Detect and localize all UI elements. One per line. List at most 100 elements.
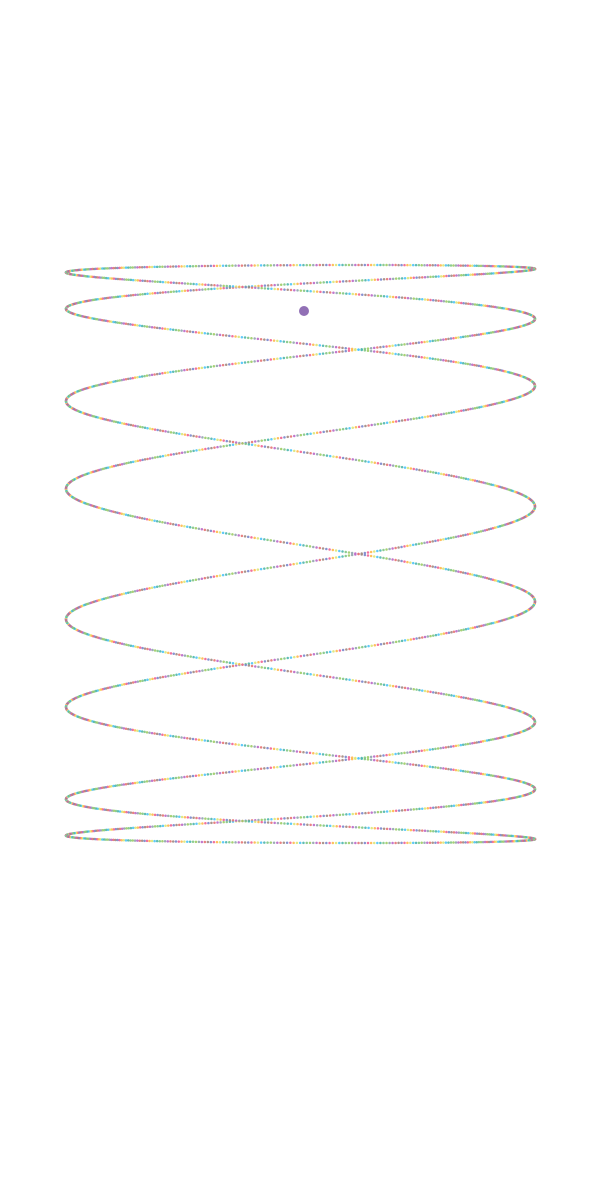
- trail-dot: [243, 264, 247, 267]
- trail-dot: [344, 841, 347, 845]
- trail-dot: [325, 760, 328, 764]
- trail-dot: [485, 366, 489, 369]
- trail-dot: [276, 437, 280, 440]
- trail-dot: [191, 737, 195, 741]
- trail-dot: [131, 782, 134, 785]
- trail-dot: [382, 759, 385, 763]
- trail-dot: [318, 558, 322, 562]
- trail-dot: [174, 581, 178, 585]
- trail-dot: [372, 758, 376, 762]
- trail-dot: [464, 533, 467, 537]
- trail-dot: [457, 476, 461, 479]
- trail-dot: [464, 696, 468, 700]
- trail-dot: [203, 576, 207, 580]
- trail-dot: [254, 661, 257, 664]
- trail-dot: [279, 283, 283, 286]
- trail-dot: [397, 277, 401, 280]
- trail-dot: [222, 666, 225, 669]
- trail-dot: [428, 340, 432, 343]
- trail-dot: [442, 767, 445, 770]
- trail-dot: [486, 623, 489, 626]
- trail-dot: [172, 431, 175, 435]
- trail-dot: [431, 806, 435, 809]
- trail-dot: [118, 321, 121, 325]
- trail-dot: [457, 274, 461, 277]
- trail-dot: [331, 548, 335, 552]
- trail-dot: [228, 841, 231, 844]
- trail-dot: [348, 279, 351, 283]
- trail-dot: [298, 750, 302, 754]
- trail-dot: [244, 663, 247, 667]
- trail-dot: [420, 841, 423, 845]
- trail-dot: [155, 372, 159, 376]
- trail-dot: [473, 479, 477, 482]
- trail-dot: [114, 838, 117, 842]
- trail-dot: [164, 291, 167, 294]
- trail-dot: [467, 302, 470, 305]
- trail-dot: [215, 364, 219, 368]
- trail-dot: [148, 374, 151, 377]
- trail-dot: [295, 562, 299, 565]
- trail-dot: [485, 332, 489, 335]
- trail-dot: [169, 777, 172, 780]
- trail-dot: [151, 648, 154, 652]
- trail-dot: [345, 427, 348, 430]
- trail-dot: [308, 353, 312, 357]
- trail-dot: [409, 763, 412, 766]
- trail-dot: [167, 651, 170, 655]
- trail-dot: [449, 536, 453, 540]
- trail-dot: [473, 802, 477, 805]
- trail-dot: [138, 459, 142, 462]
- trail-dot: [372, 350, 376, 353]
- trail-dot: [367, 460, 370, 464]
- trail-dot: [315, 452, 319, 456]
- trail-dot: [172, 673, 175, 677]
- trail-dot: [385, 277, 389, 281]
- trail-dot: [112, 510, 115, 514]
- trail-dot: [373, 423, 377, 426]
- trail-dot: [406, 466, 410, 470]
- trail-dot: [412, 467, 415, 471]
- trail-dot: [302, 433, 306, 436]
- trail-dot: [449, 841, 453, 844]
- trail-dot: [206, 264, 210, 268]
- trail-dot: [406, 762, 409, 766]
- trail-dot: [305, 263, 308, 267]
- trail-dot: [126, 514, 130, 517]
- trail-dot: [289, 356, 292, 359]
- trail-dot: [286, 816, 289, 820]
- trail-dot: [461, 769, 465, 773]
- trail-dot: [260, 818, 263, 822]
- trail-dot: [372, 550, 376, 553]
- trail-dot: [129, 514, 132, 518]
- trail-dot: [400, 343, 403, 346]
- trail-dot: [388, 753, 391, 757]
- trail-dot: [298, 543, 302, 547]
- trail-dot: [459, 534, 463, 538]
- trail-dot: [123, 683, 126, 686]
- trail-dot: [143, 839, 146, 843]
- trail-dot: [341, 550, 344, 553]
- trail-dot: [285, 356, 289, 359]
- trail-dot: [225, 284, 229, 288]
- trail-dot: [276, 821, 280, 825]
- trail-dot: [382, 810, 386, 813]
- trail-dot: [171, 840, 175, 843]
- trail-dot: [479, 840, 483, 844]
- trail-dot: [426, 356, 429, 360]
- trail-dot: [206, 739, 210, 743]
- trail-dot: [266, 746, 269, 750]
- trail-dot: [213, 284, 216, 287]
- trail-dot: [444, 567, 448, 571]
- trail-dot: [388, 760, 391, 764]
- trail-dot: [434, 339, 437, 342]
- trail-dot: [200, 840, 204, 844]
- trail-dot: [260, 666, 263, 669]
- trail-dot: [276, 287, 280, 291]
- trail-dot: [439, 632, 443, 636]
- trail-dot: [475, 273, 479, 276]
- trail-dot: [108, 686, 112, 689]
- trail-dot: [445, 631, 448, 635]
- trail-dot: [491, 367, 495, 370]
